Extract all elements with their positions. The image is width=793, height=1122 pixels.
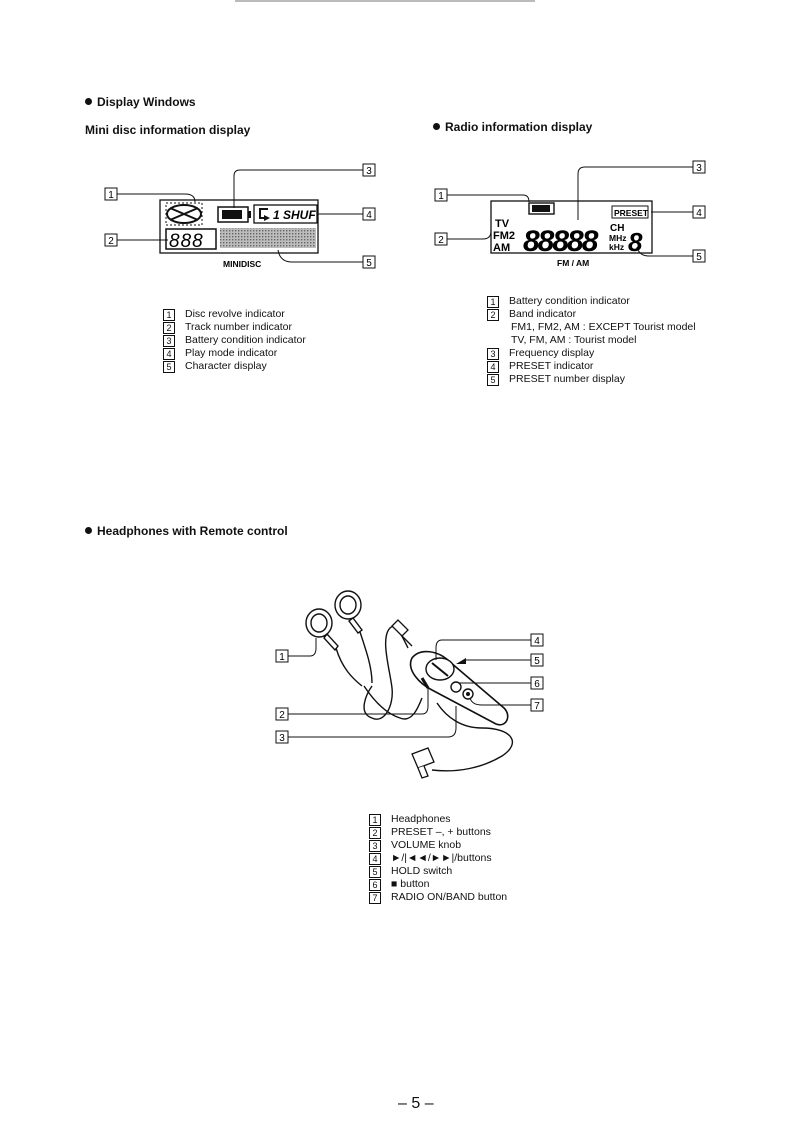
frequency-digits: 88888 (523, 225, 599, 258)
svg-text:4: 4 (534, 636, 540, 647)
svg-text:4: 4 (696, 208, 702, 219)
callout-7: 7 (469, 697, 544, 712)
headphones-illustration: 1 2 3 4 5 6 7 (275, 590, 544, 779)
callout-3: 3 (362, 163, 376, 177)
remote-control-icon (409, 650, 509, 726)
svg-text:FM2: FM2 (493, 230, 515, 242)
callout-4: 4 (435, 633, 544, 660)
section-heading-display-windows: Display Windows (85, 95, 196, 109)
section-heading-headphones: Headphones with Remote control (85, 524, 288, 538)
bullet-icon (85, 98, 92, 105)
callout-1: 1 (275, 638, 317, 663)
svg-text:7: 7 (534, 701, 540, 712)
svg-text:2: 2 (279, 710, 285, 721)
callout-5: 5 (362, 255, 376, 269)
battery-icon (528, 202, 555, 215)
svg-text:1: 1 (279, 652, 285, 663)
lcd-caption: FM / AM (557, 258, 589, 268)
battery-icon (217, 206, 251, 223)
callout-1: 1 (434, 188, 448, 202)
svg-text:5: 5 (366, 258, 372, 269)
mini-disc-display-title: Mini disc information display (85, 123, 251, 137)
svg-text:5: 5 (696, 252, 702, 263)
radio-display-title: Radio information display (433, 120, 592, 134)
svg-text:1: 1 (438, 191, 444, 202)
top-rule (235, 0, 535, 2)
svg-text:kHz: kHz (609, 242, 624, 252)
svg-text:TV: TV (495, 218, 510, 230)
svg-text:MHz: MHz (609, 233, 626, 243)
lcd-caption: MINIDISC (223, 259, 261, 269)
callout-3: 3 (275, 706, 457, 744)
legend-note: FM1, FM2, AM : EXCEPT Tourist model (511, 321, 696, 333)
svg-text:1 SHUF: 1 SHUF (273, 208, 316, 222)
svg-text:6: 6 (534, 679, 540, 690)
track-number-digits: 888 (169, 231, 204, 252)
callout-2: 2 (104, 233, 118, 247)
callout-1: 1 (104, 187, 118, 201)
callout-5: 5 (456, 653, 544, 667)
svg-text:3: 3 (696, 163, 702, 174)
svg-text:5: 5 (534, 656, 540, 667)
legend-note: TV, FM, AM : Tourist model (511, 333, 637, 346)
callout-4: 4 (362, 207, 376, 221)
headphones-icon (305, 590, 363, 652)
svg-text:3: 3 (279, 733, 285, 744)
callout-2: 2 (275, 688, 429, 721)
svg-text:2: 2 (108, 236, 114, 247)
legend-item: 6■ button (369, 878, 507, 891)
preset-number-digit: 8 (628, 227, 643, 257)
disc-revolve-icon (165, 202, 203, 226)
unit-indicator: CH MHz kHz (609, 223, 626, 252)
svg-text:4: 4 (366, 210, 372, 221)
svg-text:2: 2 (438, 235, 444, 246)
preset-indicator-box (611, 205, 649, 219)
callout-2: 2 (434, 232, 448, 246)
legend-item: 4►/|◄◄/►►|/buttons (369, 852, 507, 865)
svg-text:1: 1 (108, 190, 114, 201)
preset-indicator: PRESET (614, 208, 649, 218)
page-number: – 5 – (398, 1095, 434, 1112)
callout-6: 6 (458, 676, 544, 690)
band-indicator: TV FM2 AM (493, 218, 515, 254)
svg-text:3: 3 (366, 166, 372, 177)
callout-3: 3 (692, 160, 706, 174)
play-mode-indicator: 1 SHUF (253, 204, 318, 224)
callout-5: 5 (692, 249, 706, 263)
svg-text:CH: CH (610, 223, 624, 234)
svg-text:AM: AM (493, 242, 510, 254)
callout-4: 4 (692, 205, 706, 219)
bullet-icon (433, 123, 440, 130)
mini-disc-lcd-diagram: 1 2 3 4 5 1 SHUF 888 (104, 163, 376, 269)
bullet-icon (85, 527, 92, 534)
radio-lcd-diagram: 1 2 3 4 5 TV FM2 AM 88888 CH MHz kHz PRE… (434, 160, 706, 268)
track-number-box (165, 228, 217, 250)
